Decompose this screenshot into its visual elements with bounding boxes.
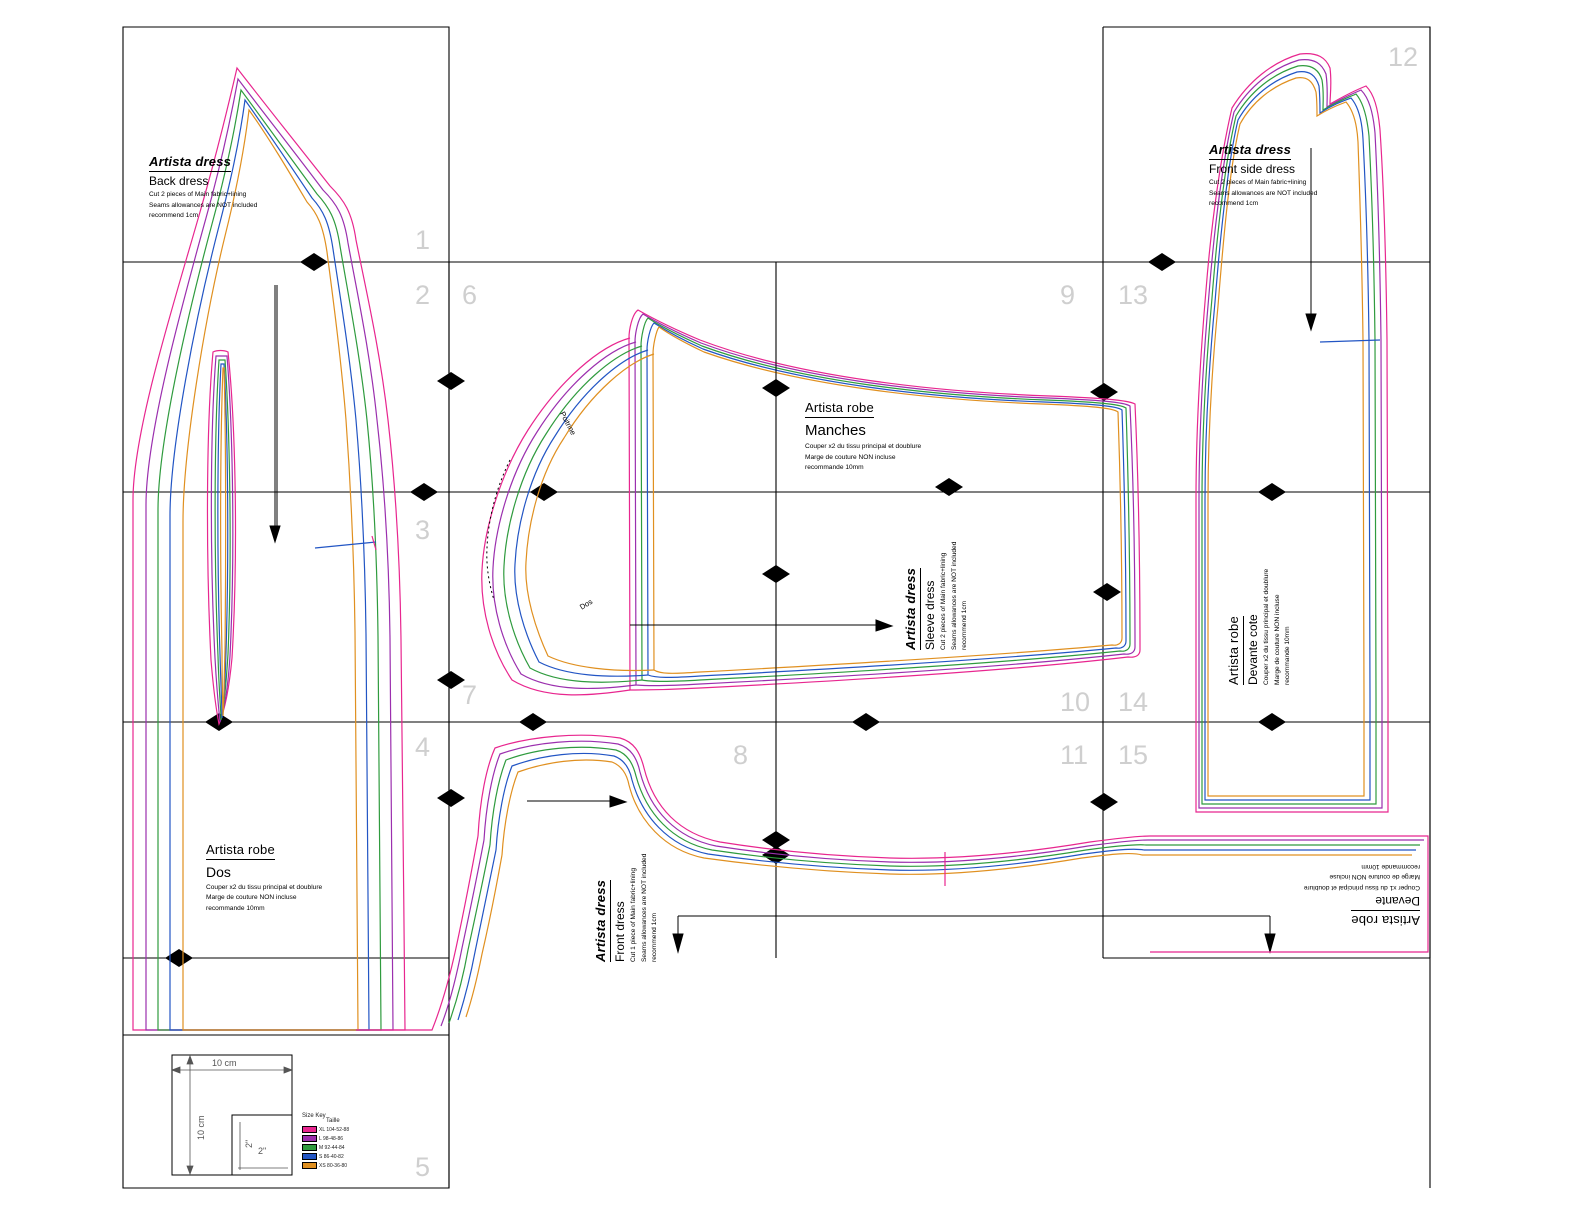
label-dos-note-2: Marge de couture NON incluse (206, 894, 297, 902)
label-manches-note-2: Marge de couture NON incluse (805, 453, 896, 461)
label-dos-brand: Artista robe (206, 842, 275, 861)
label-front-dress-note-3: recommend 1cm (651, 912, 659, 962)
size-label-s: S 86-40-82 (319, 1153, 344, 1160)
scale-inner-height-label: 2" (244, 1139, 254, 1148)
label-dos-name: Dos (206, 864, 231, 881)
tile-number: 9 (1060, 280, 1076, 310)
label-front-side-dress: Artista dress Front side dress Cut 2 pie… (1209, 140, 1317, 209)
label-manches: Artista robe Manches Couper x2 du tissu … (805, 398, 921, 473)
scale-width-label: 10 cm (212, 1058, 237, 1068)
label-devante-cote-brand: Artista robe (1226, 616, 1245, 685)
piece-back-dress-lines (132, 66, 406, 1031)
label-back-dress-name: Back dress (149, 174, 209, 189)
size-key-row: S 86-40-82 (302, 1153, 344, 1160)
label-front-side-dress-name: Front side dress (1209, 162, 1296, 177)
label-front-side-dress-note-3: recommend 1cm (1209, 200, 1259, 208)
size-swatch-s (302, 1153, 317, 1160)
label-devante-cote-note-1: Couper x2 du tissu principal et doublure (1263, 568, 1271, 685)
piece-facing-strip (206, 285, 278, 727)
piece-sleeve-lines (481, 300, 1141, 720)
size-label-m: M 92-44-84 (319, 1144, 345, 1151)
size-label-xs: XS 80-36-80 (319, 1162, 348, 1169)
tile-number: 14 (1118, 687, 1149, 717)
label-manches-note-1: Couper x2 du tissu principal et doublure (805, 443, 922, 450)
size-key-row: L 98-48-86 (302, 1135, 343, 1142)
label-back-dress: Artista dress Back dress Cut 2 pieces of… (149, 152, 257, 221)
size-swatch-m (302, 1144, 317, 1151)
tile-number: 7 (462, 680, 478, 710)
tile-number: 3 (415, 515, 431, 545)
label-front-side-dress-brand: Artista dress (1209, 142, 1292, 161)
scale-height-label: 10 cm (196, 1115, 206, 1140)
tile-number: 5 (415, 1152, 431, 1182)
tile-number: 11 (1060, 740, 1089, 770)
size-key-row: XL 104-52-88 (302, 1126, 349, 1133)
alignment-markers (165, 253, 1286, 967)
size-key-title-fr: Taille (326, 1118, 340, 1124)
label-manches-brand: Artista robe (805, 400, 874, 419)
size-label-l: L 98-48-86 (319, 1135, 343, 1142)
label-devante-cote-name: Devante cote (1246, 614, 1261, 685)
label-devante-name: Devante (1375, 893, 1420, 908)
label-devante-note-3: recommande 10mm (1361, 862, 1420, 870)
label-front-side-dress-note-1: Cut 2 pieces of Main fabric+lining (1209, 179, 1307, 187)
label-devante-cote: Artista robe Devante cote Couper x2 du t… (1224, 569, 1293, 685)
tile-number: 8 (733, 740, 749, 770)
tile-number: 1 (415, 225, 431, 255)
size-swatch-l (302, 1135, 317, 1142)
scale-inner-width-label: 2" (258, 1146, 267, 1156)
label-front-dress-name: Front dress (613, 901, 628, 962)
size-key-title-en: Size Key (302, 1113, 326, 1119)
label-manches-name: Manches (805, 422, 866, 440)
label-front-dress-note-1: Cut 1 piece of Main fabric+lining (630, 867, 638, 962)
label-devante-note-1: Couper x1 du tissu principal et doublure (1303, 883, 1420, 891)
label-devante-note-2: Marge de couture NON incluse (1329, 873, 1420, 881)
label-front-dress-note-2: Seams allowances are NOT included (640, 853, 648, 962)
size-swatch-xs (302, 1162, 317, 1169)
piece-front-dress-lines (356, 734, 1276, 1031)
tile-number: 15 (1118, 740, 1149, 770)
label-sleeve-dress-note-2: Seams allowances are NOT included (950, 541, 958, 650)
tile-number: 6 (462, 280, 478, 310)
size-label-xl: XL 104-52-88 (319, 1126, 350, 1133)
label-devante-cote-note-2: Marge de couture NON incluse (1273, 594, 1281, 685)
label-front-dress: Artista dress Front dress Cut 1 piece of… (591, 854, 660, 962)
label-manches-note-3: recommande 10mm (805, 464, 864, 472)
label-back-dress-note-1: Cut 2 pieces of Main fabric+lining (149, 191, 247, 199)
tile-number: 12 (1388, 42, 1419, 72)
label-front-side-dress-note-2: Seams allowances are NOT included (1209, 189, 1318, 197)
piece-devante-band-lines (1142, 835, 1429, 953)
size-swatch-xl (302, 1126, 317, 1133)
scale-box (170, 1054, 294, 1176)
label-devante-brand: Artista robe (1351, 909, 1420, 928)
label-dos-note-1: Couper x2 du tissu principal et doublure (206, 883, 323, 891)
size-key-row: XS 80-36-80 (302, 1162, 347, 1169)
size-key-row: M 92-44-84 (302, 1144, 345, 1151)
label-back-dress-note-3: recommend 1cm (149, 212, 199, 220)
label-front-dress-brand: Artista dress (593, 879, 612, 962)
tile-number: 4 (415, 732, 431, 762)
label-devante-cote-note-3: recommande 10mm (1284, 626, 1292, 685)
piece-front-side-dress-lines (1195, 53, 1389, 813)
label-sleeve-dress-name: Sleeve dress (923, 580, 938, 650)
label-dos-note-3: recommande 10mm (206, 904, 265, 912)
label-sleeve-dress-note-1: Cut 2 pieces of Main fabric+lining (940, 552, 948, 650)
label-devante: Artista robe Devante Couper x1 du tissu … (1304, 861, 1420, 930)
label-sleeve-dress-brand: Artista dress (903, 567, 922, 650)
tile-number: 10 (1060, 687, 1091, 717)
tile-number: 13 (1118, 280, 1149, 310)
label-sleeve-dress-note-3: recommend 1cm (961, 600, 969, 650)
label-dos: Artista robe Dos Couper x2 du tissu prin… (206, 840, 322, 913)
tile-number: 2 (415, 280, 431, 310)
label-back-dress-brand: Artista dress (149, 154, 232, 173)
label-back-dress-note-2: Seams allowances are NOT included (149, 201, 258, 209)
label-sleeve-dress: Artista dress Sleeve dress Cut 2 pieces … (901, 542, 970, 650)
